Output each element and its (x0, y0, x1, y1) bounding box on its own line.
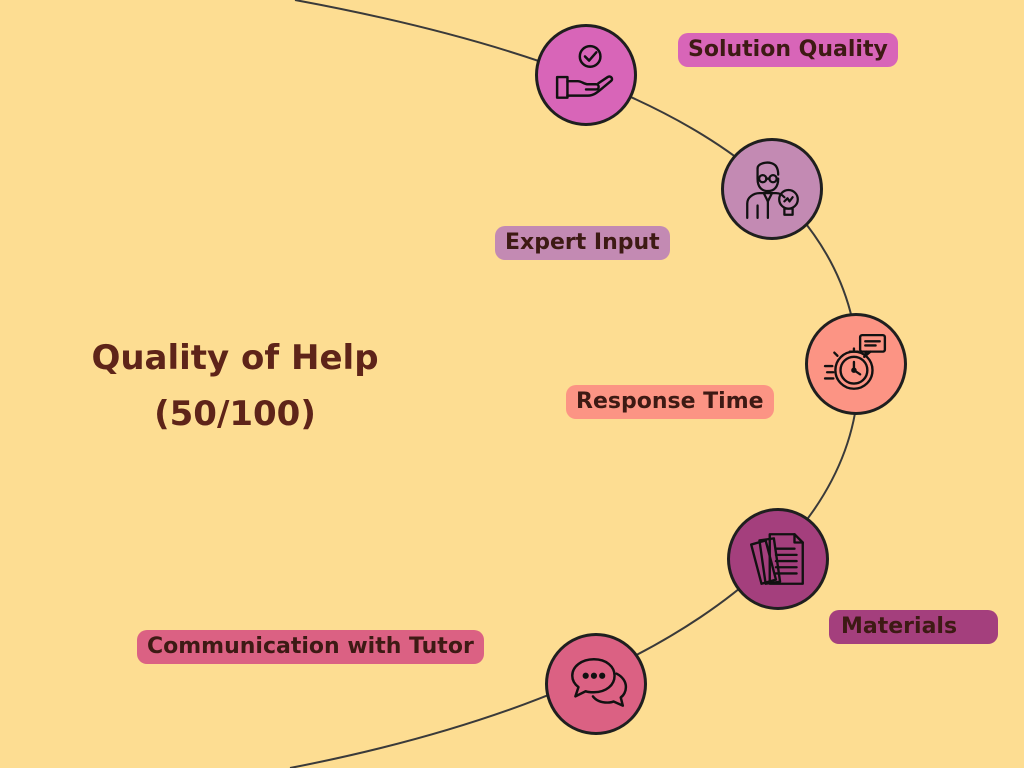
node-expert-input (721, 138, 823, 240)
title-line-2: (50/100) (154, 394, 316, 434)
page-title: Quality of Help (50/100) (40, 330, 430, 442)
title-line-1: Quality of Help (91, 338, 379, 378)
label-solution-quality: Solution Quality (678, 33, 898, 67)
chat-bubbles-icon (571, 658, 628, 707)
label-materials: Materials (829, 610, 998, 644)
node-response-time (805, 313, 907, 415)
hand-check-icon (555, 44, 614, 99)
node-solution-quality (535, 24, 637, 126)
label-communication-with-tutor: Communication with Tutor (137, 630, 484, 664)
label-response-time: Response Time (566, 385, 774, 419)
expert-lightbulb-icon (746, 161, 799, 220)
label-expert-input: Expert Input (495, 226, 670, 260)
stopwatch-chat-icon (823, 333, 887, 390)
node-communication-with-tutor (545, 633, 647, 735)
documents-icon (750, 533, 804, 585)
node-materials (727, 508, 829, 610)
